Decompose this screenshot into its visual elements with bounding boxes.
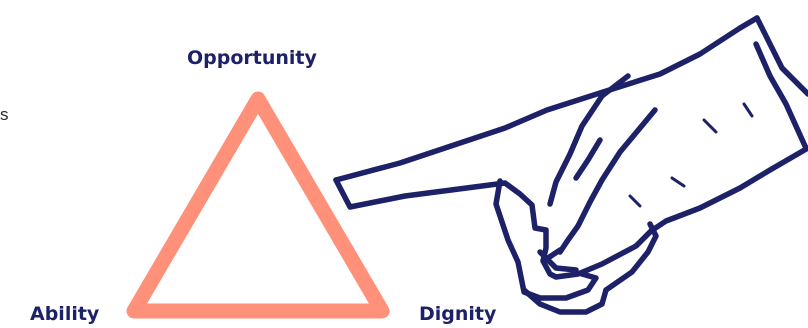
clipped-text: s [0,105,9,124]
label-dignity: Dignity [419,303,497,325]
pointing-hand-icon [333,15,808,315]
label-ability: Ability [30,303,100,325]
triangle-icon [126,91,390,319]
label-opportunity: Opportunity [187,47,317,69]
